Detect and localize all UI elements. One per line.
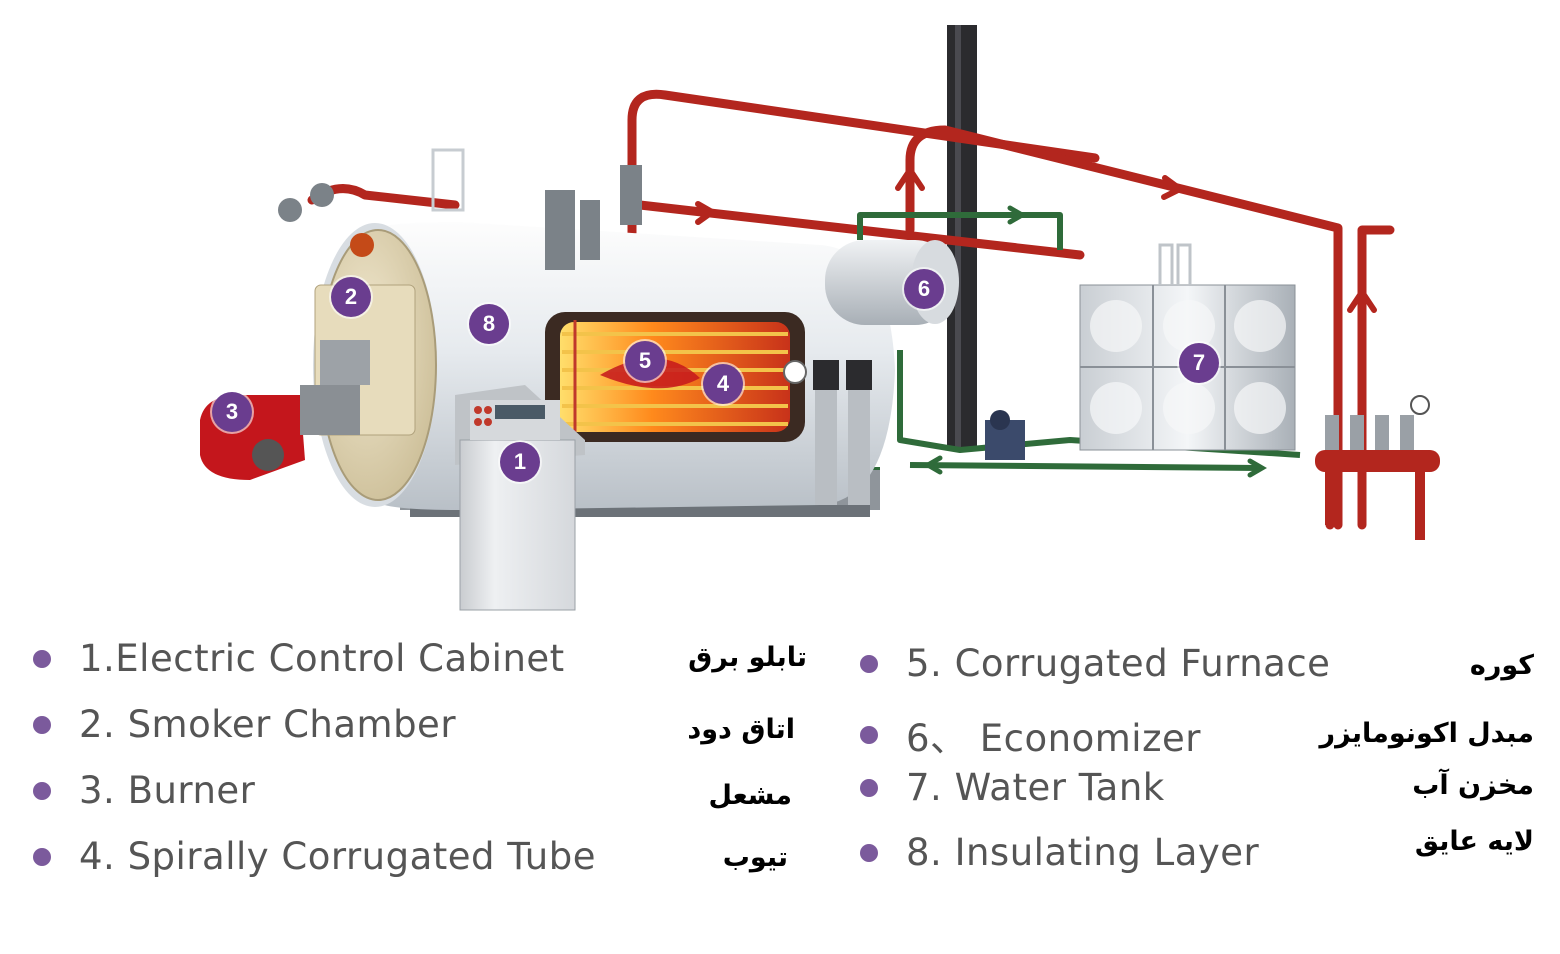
marker-4: 4 <box>703 364 743 404</box>
legend-label: 1.Electric Control Cabinet <box>79 637 565 680</box>
marker-6: 6 <box>904 269 944 309</box>
legend-item-6: 6、 Economizer <box>860 708 1201 762</box>
bullet-dot <box>860 654 878 673</box>
legend-item-7: 7. Water Tank <box>860 766 1165 809</box>
persian-label-2: اتاق دود <box>687 714 795 745</box>
legend-label: 2. Smoker Chamber <box>79 703 457 746</box>
furnace-cutaway <box>545 312 805 442</box>
water-flow-arrows <box>923 205 1267 478</box>
bullet-dot <box>33 847 51 866</box>
legend-label: 6、 Economizer <box>906 717 1201 760</box>
feed-pump <box>985 410 1025 460</box>
legend-item-2: 2. Smoker Chamber <box>33 703 456 746</box>
legend-label: 7. Water Tank <box>906 766 1165 809</box>
flow-arrows <box>695 164 1377 313</box>
marker-8: 8 <box>469 304 509 344</box>
bullet-dot <box>860 843 878 862</box>
marker-2: 2 <box>331 277 371 317</box>
top-valves <box>278 148 642 270</box>
legend-item-8: 8. Insulating Layer <box>860 831 1259 874</box>
water-pumps <box>783 360 872 505</box>
persian-label-3: مشعل <box>708 780 792 811</box>
legend-label: 5. Corrugated Furnace <box>906 642 1331 685</box>
marker-7: 7 <box>1179 343 1219 383</box>
legend-item-4: 4. Spirally Corrugated Tube <box>33 835 596 878</box>
persian-label-7: مخزن آب <box>1412 770 1534 801</box>
legend-item-5: 5. Corrugated Furnace <box>860 642 1330 685</box>
legend-item-1: 1.Electric Control Cabinet <box>33 637 565 680</box>
distribution-manifold <box>1315 395 1440 540</box>
marker-3: 3 <box>212 392 252 432</box>
bullet-dot <box>33 781 51 800</box>
marker-1: 1 <box>500 442 540 482</box>
persian-label-6: مبدل اکونومایزر <box>1319 718 1534 749</box>
persian-label-4: تیوب <box>722 842 788 873</box>
legend-label: 3. Burner <box>79 769 256 812</box>
legend-label: 8. Insulating Layer <box>906 831 1260 874</box>
persian-label-5: کوره <box>1469 650 1534 681</box>
legend-label: 4. Spirally Corrugated Tube <box>79 835 596 878</box>
boiler-system-illustration <box>200 25 1440 611</box>
legend-item-3: 3. Burner <box>33 769 255 812</box>
bullet-dot <box>860 778 878 797</box>
bullet-dot <box>860 726 878 744</box>
bullet-dot <box>33 649 51 668</box>
marker-5: 5 <box>625 341 665 381</box>
persian-label-1: تابلو برق <box>688 642 807 673</box>
bullet-dot <box>33 715 51 734</box>
persian-label-8: لایه عایق <box>1414 826 1534 857</box>
